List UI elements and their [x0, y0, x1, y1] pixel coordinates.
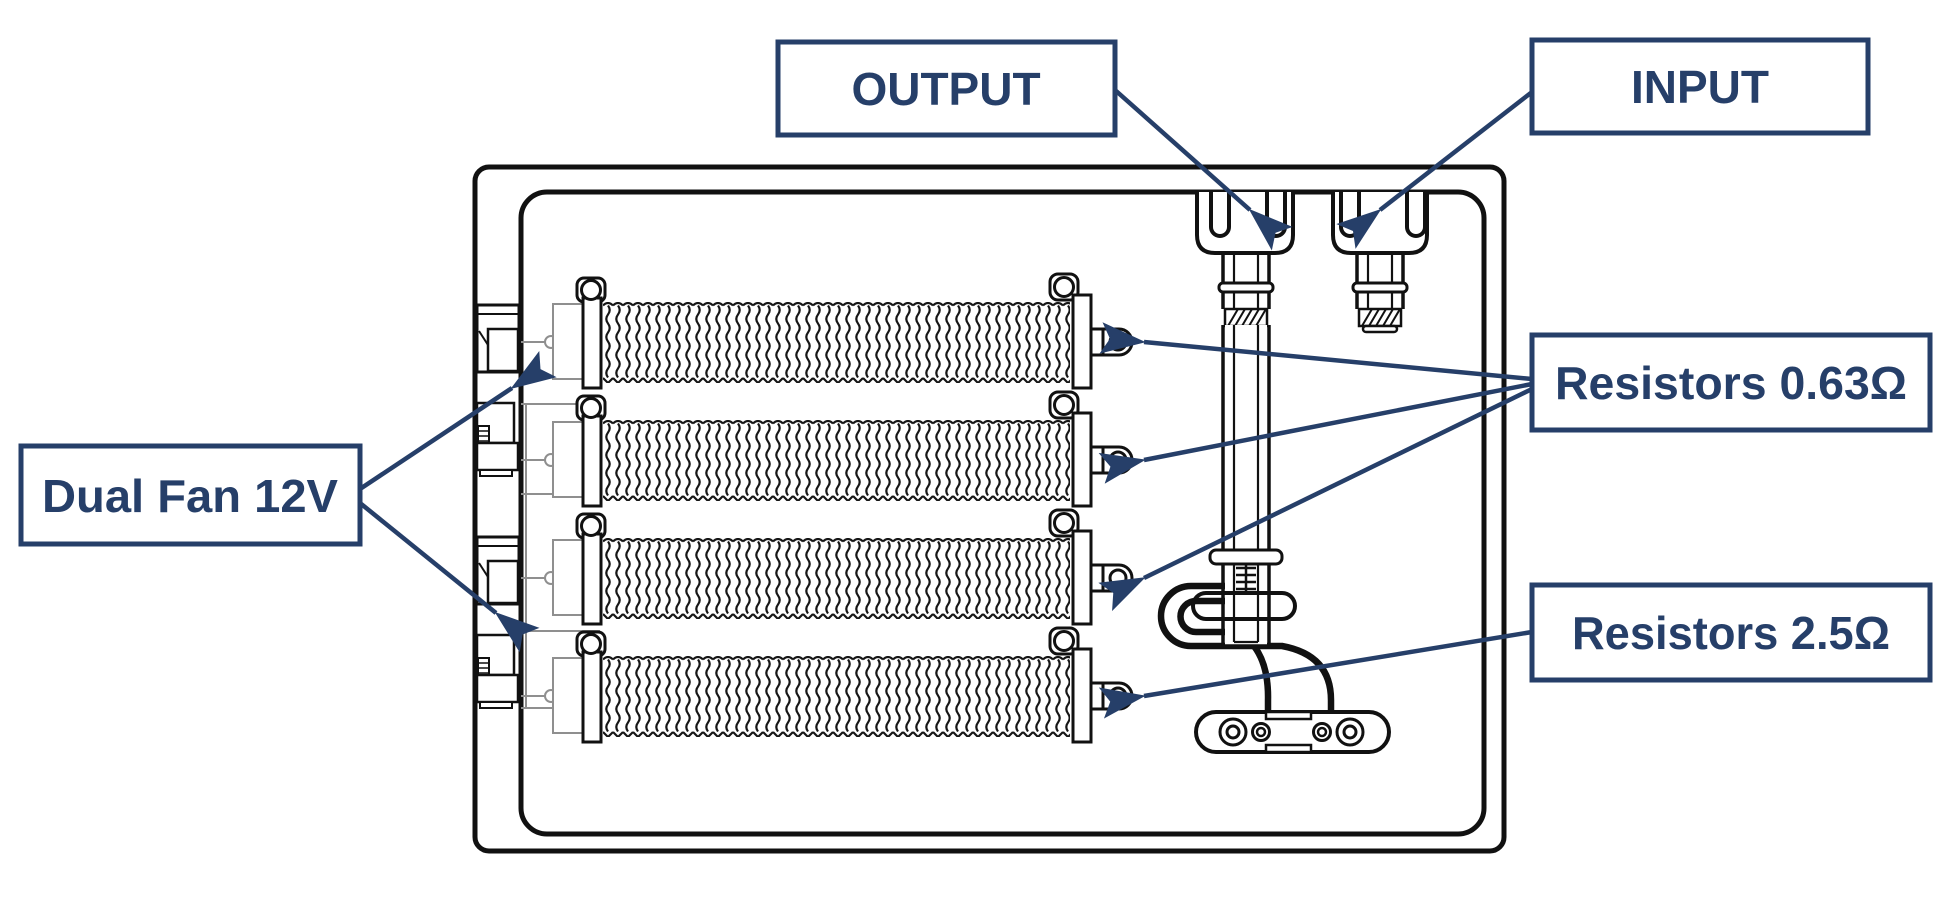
enclosure-outer-wall: [472, 164, 1507, 854]
resistor-row-1: [544, 272, 1134, 390]
wire-loop-inner: [1177, 597, 1272, 720]
resistor-row-4: [544, 626, 1134, 744]
arrow-resistor-063-1: [1099, 322, 1533, 382]
arrow-fan-top: [358, 350, 557, 491]
resistor-coil: [603, 656, 1070, 737]
callout-resistors-063: Resistors 0.63Ω: [1529, 332, 1933, 433]
arrow-output: [1113, 88, 1293, 251]
arrow-resistor-063-3: [1098, 386, 1533, 612]
tube-thread-section: [1236, 564, 1256, 593]
hatch-output: [1227, 308, 1267, 327]
arrow-fan-bottom: [358, 501, 540, 653]
tube-body: [1225, 325, 1267, 646]
resistor-coil: [603, 420, 1070, 501]
arrow-resistor-063-2: [1098, 381, 1533, 484]
callout-dual-fan: Dual Fan 12V: [18, 443, 363, 547]
callout-input-label: INPUT: [1631, 61, 1769, 113]
callout-resistors-25-label: Resistors 2.5Ω: [1572, 607, 1890, 659]
callout-input: INPUT: [1529, 37, 1871, 136]
callout-output-label: OUTPUT: [851, 63, 1040, 115]
input-connector: [1331, 192, 1429, 334]
resistor-bank: [544, 272, 1134, 744]
callout-output: OUTPUT: [775, 39, 1118, 138]
tube-clamp: [1191, 591, 1297, 621]
resistor-row-3: [544, 508, 1134, 626]
resistor-row-2: [544, 390, 1134, 508]
wiring-assembly: [1157, 325, 1391, 754]
enclosure-inner-wall: [518, 189, 1487, 837]
arrow-resistor-25: [1098, 629, 1533, 719]
callout-resistors-25: Resistors 2.5Ω: [1529, 582, 1933, 683]
tube-flange: [1208, 548, 1284, 566]
fan-unit-bottom: [475, 535, 521, 709]
callout-resistors-063-label: Resistors 0.63Ω: [1555, 357, 1907, 409]
fan-unit-top: [475, 303, 521, 477]
resistor-coil: [603, 302, 1070, 383]
output-connector: [1195, 192, 1295, 328]
bus-bar: [1194, 710, 1391, 754]
resistor-coil: [603, 538, 1070, 619]
arrow-input: [1336, 90, 1534, 249]
enclosure: [472, 164, 1507, 854]
callout-arrows: [358, 88, 1534, 719]
hatch-input: [1361, 308, 1401, 327]
callout-dual-fan-label: Dual Fan 12V: [42, 470, 338, 522]
